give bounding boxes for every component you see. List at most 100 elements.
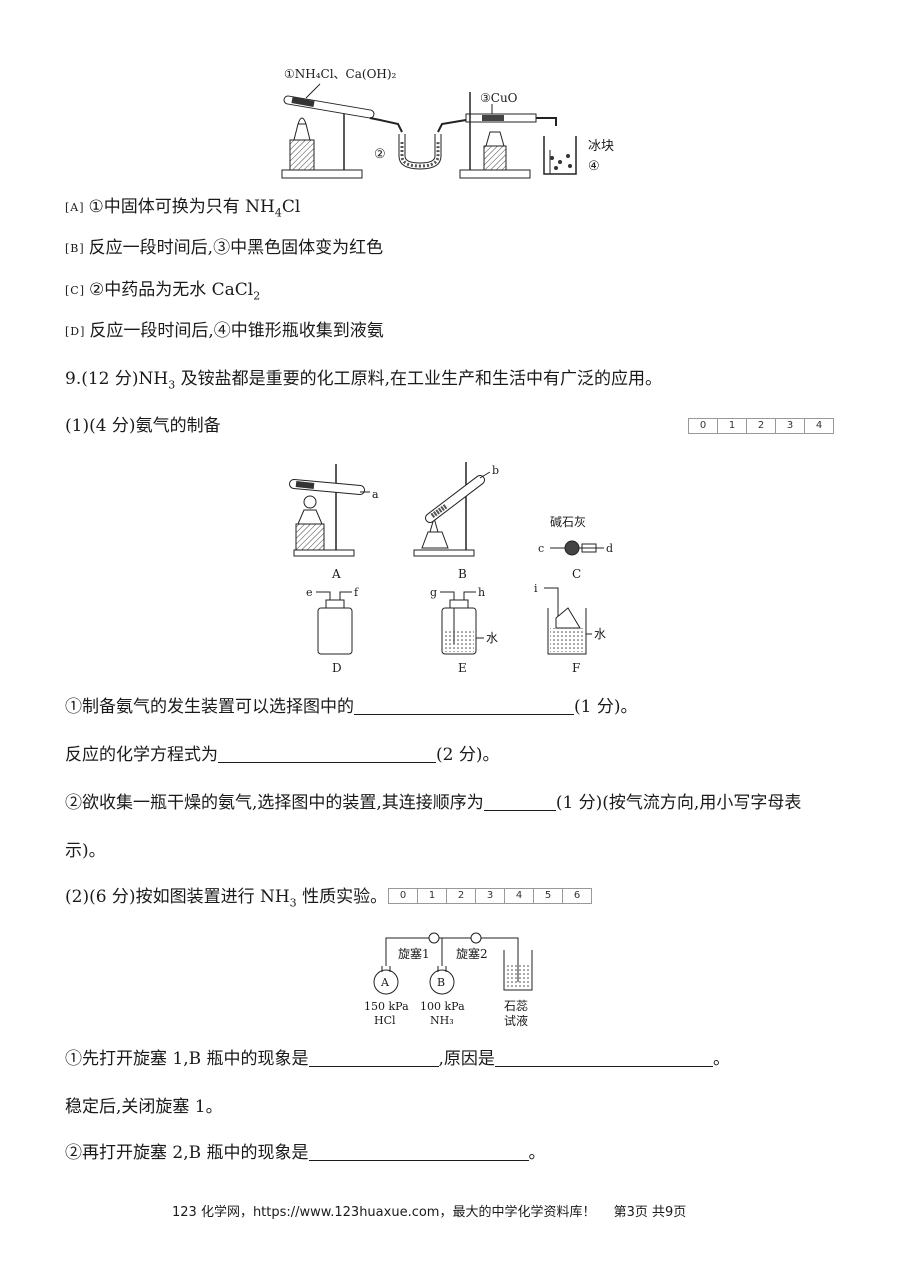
figure-flasks-ab: 旋塞1 旋塞2 A B 150 kPa HCl 100 kPa NH₃ 石蕊 试… bbox=[364, 932, 533, 1028]
answer-blank-1c[interactable] bbox=[483, 792, 556, 811]
option-c: [C] ②中药品为无水 CaCl2 bbox=[65, 279, 260, 303]
footer-page: 第3页 共9页 bbox=[613, 1205, 687, 1220]
answer-blank-1a[interactable] bbox=[354, 696, 574, 715]
fig3-label-B: B bbox=[437, 976, 445, 989]
score-box-part-2[interactable]: 0 1 2 3 4 5 6 bbox=[388, 888, 592, 904]
fig2-c-lower: c bbox=[538, 542, 544, 555]
fig2-g-lower: g bbox=[430, 586, 437, 599]
option-c-text-pre: ②中药品为无水 CaCl bbox=[89, 280, 254, 300]
score-cell[interactable]: 3 bbox=[476, 889, 505, 903]
option-d: [D]反应一段时间后,④中锥形瓶收集到液氨 bbox=[65, 320, 384, 344]
question-2a: ①先打开旋塞 1,B 瓶中的现象是 ,原因是 。 bbox=[65, 1048, 730, 1070]
q1b-post: (2 分)。 bbox=[436, 745, 500, 765]
footer-text: 123 化学网，https://www.123huaxue.com，最大的中学化… bbox=[172, 1205, 596, 1220]
option-c-tag: [C] bbox=[65, 284, 85, 297]
score-cell[interactable]: 0 bbox=[689, 419, 718, 433]
q1b-pre: 反应的化学方程式为 bbox=[65, 745, 218, 765]
fig3-litmus-1: 石蕊 bbox=[504, 999, 528, 1013]
fig1-label-2: ② bbox=[374, 147, 386, 162]
score-cell[interactable]: 3 bbox=[776, 419, 805, 433]
score-cell[interactable]: 4 bbox=[505, 889, 534, 903]
fig1-label-3: ③CuO bbox=[480, 91, 518, 105]
fig1-label-1: ①NH₄Cl、Ca(OH)₂ bbox=[284, 67, 397, 81]
option-d-text: 反应一段时间后,④中锥形瓶收集到液氨 bbox=[89, 321, 384, 341]
question-1c-cont: 示)。 bbox=[65, 841, 106, 861]
fig3-gas-a: HCl bbox=[374, 1014, 396, 1027]
fig3-litmus-2: 试液 bbox=[504, 1013, 528, 1028]
q2a-mid: ,原因是 bbox=[438, 1049, 495, 1069]
option-b-tag: [B] bbox=[65, 242, 85, 255]
fig3-pressure-b: 100 kPa bbox=[420, 1000, 465, 1013]
option-b-text: 反应一段时间后,③中黑色固体变为红色 bbox=[88, 238, 384, 258]
figure-apparatus-cuo: ①NH₄Cl、Ca(OH)₂ ② ③CuO 冰块 ④ bbox=[281, 67, 614, 179]
part-2-title: (2)(6 分)按如图装置进行 NH3 性质实验。 bbox=[65, 886, 387, 908]
fig2-label-B: B bbox=[458, 567, 467, 581]
fig2-d-lower: d bbox=[606, 542, 613, 555]
fig2-label-A: A bbox=[331, 567, 341, 581]
fig3-pressure-a: 150 kPa bbox=[364, 1000, 409, 1013]
q1c-pre: ②欲收集一瓶干燥的氨气,选择图中的装置,其连接顺序为 bbox=[65, 793, 484, 813]
question-2b: 稳定后,关闭旋塞 1。 bbox=[65, 1097, 223, 1117]
q1a-pre: ①制备氨气的发生装置可以选择图中的 bbox=[65, 697, 354, 717]
fig2-label-E: E bbox=[458, 661, 467, 675]
fig2-water-e: 水 bbox=[486, 631, 498, 645]
option-a: [A]①中固体可换为只有 NH4Cl bbox=[65, 196, 300, 220]
question-1a: ①制备氨气的发生装置可以选择图中的 (1 分)。 bbox=[65, 696, 637, 718]
score-cell[interactable]: 5 bbox=[534, 889, 563, 903]
option-a-sub: 4 bbox=[274, 206, 282, 220]
fig2-label-C: C bbox=[572, 567, 581, 581]
fig2-i-lower: i bbox=[534, 582, 538, 595]
fig3-label-A: A bbox=[380, 976, 390, 989]
q9-post: 及铵盐都是重要的化工原料,在工业生产和生活中有广泛的应用。 bbox=[175, 369, 663, 389]
question-1b: 反应的化学方程式为 (2 分)。 bbox=[65, 744, 499, 766]
q9-sub: 3 bbox=[168, 378, 176, 392]
option-c-sub: 2 bbox=[253, 289, 261, 303]
fig2-lime-label: 碱石灰 bbox=[550, 515, 586, 529]
answer-blank-2c[interactable] bbox=[308, 1142, 529, 1161]
part2-pre: (2)(6 分)按如图装置进行 NH bbox=[65, 887, 290, 907]
option-b: [B]反应一段时间后,③中黑色固体变为红色 bbox=[65, 237, 383, 261]
fig3-valve1: 旋塞1 bbox=[398, 946, 430, 961]
footer: 123 化学网，https://www.123huaxue.com，最大的中学化… bbox=[172, 1201, 686, 1220]
part2-sub: 3 bbox=[289, 896, 297, 910]
score-box-part-1[interactable]: 0 1 2 3 4 bbox=[688, 418, 834, 434]
score-cell[interactable]: 6 bbox=[573, 890, 581, 901]
fig2-e-lower: e bbox=[306, 586, 313, 599]
answer-blank-1b[interactable] bbox=[218, 744, 436, 763]
q2a-post: 。 bbox=[712, 1049, 730, 1069]
option-a-text-pre: ①中固体可换为只有 NH bbox=[88, 197, 275, 217]
fig3-valve2: 旋塞2 bbox=[456, 946, 488, 961]
fig2-label-D: D bbox=[332, 661, 342, 675]
q1c-post: (1 分)(按气流方向,用小写字母表 bbox=[555, 793, 802, 813]
score-cell[interactable]: 1 bbox=[718, 419, 747, 433]
part2-post: 性质实验。 bbox=[296, 887, 388, 907]
answer-blank-2a-1[interactable] bbox=[308, 1048, 439, 1067]
figure-apparatus-a-f: a A b B 碱石灰 c d C e f D g h 水 E i 水 F bbox=[289, 462, 613, 675]
q2c-pre: ②再打开旋塞 2,B 瓶中的现象是 bbox=[65, 1143, 309, 1163]
score-cell[interactable]: 4 bbox=[815, 420, 823, 431]
q1a-post: (1 分)。 bbox=[574, 697, 638, 717]
fig1-label-4: ④ bbox=[588, 159, 600, 174]
option-a-text-post: Cl bbox=[281, 197, 301, 217]
question-2c: ②再打开旋塞 2,B 瓶中的现象是 。 bbox=[65, 1142, 546, 1164]
answer-blank-2a-2[interactable] bbox=[494, 1048, 713, 1067]
option-a-tag: [A] bbox=[65, 201, 85, 214]
fig2-f-lower: f bbox=[354, 586, 359, 599]
score-cell[interactable]: 2 bbox=[747, 419, 776, 433]
fig2-label-F: F bbox=[572, 661, 580, 675]
q2c-post: 。 bbox=[528, 1143, 546, 1163]
option-d-tag: [D] bbox=[65, 325, 86, 338]
score-cell[interactable]: 0 bbox=[389, 889, 418, 903]
fig1-ice-label: 冰块 bbox=[588, 139, 614, 154]
fig2-a-lower: a bbox=[372, 488, 379, 501]
fig3-gas-b: NH₃ bbox=[430, 1014, 454, 1027]
fig2-h-lower: h bbox=[478, 586, 485, 599]
fig2-b-lower: b bbox=[492, 464, 499, 477]
q2a-pre: ①先打开旋塞 1,B 瓶中的现象是 bbox=[65, 1049, 309, 1069]
score-cell[interactable]: 2 bbox=[447, 889, 476, 903]
q9-pre: 9.(12 分)NH bbox=[65, 369, 169, 389]
score-cell[interactable]: 1 bbox=[418, 889, 447, 903]
question-1c: ②欲收集一瓶干燥的氨气,选择图中的装置,其连接顺序为 (1 分)(按气流方向,用小… bbox=[65, 792, 801, 814]
fig2-water-f: 水 bbox=[594, 627, 606, 641]
part-1-title: (1)(4 分)氨气的制备 bbox=[65, 416, 221, 436]
